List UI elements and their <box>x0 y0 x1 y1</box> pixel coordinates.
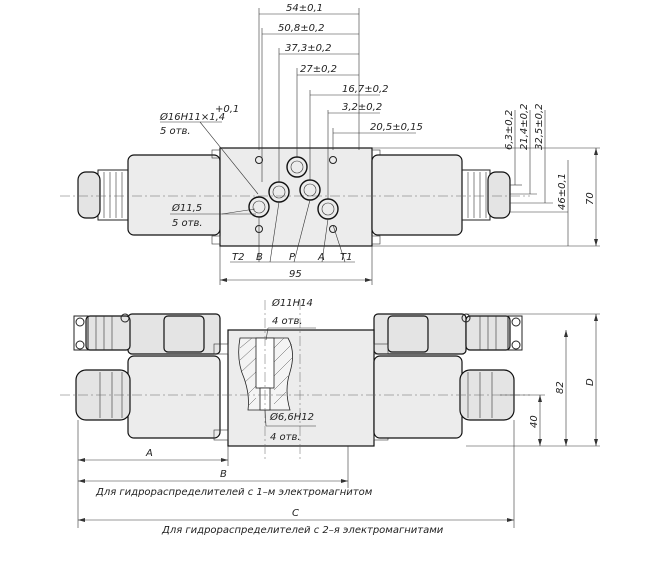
hole-callout: Ø16H11×1,4 <box>159 111 225 123</box>
dim-right-1: 6,3±0,2 <box>504 110 515 150</box>
hole-top-callout: Ø11H14 <box>271 297 313 309</box>
port-label-a: A <box>317 252 325 263</box>
dim-top-3: 37,3±0,2 <box>285 43 332 54</box>
dim-right-2: 21,4±0,2 <box>519 103 530 150</box>
dim-right-4: 46±0,1 <box>557 173 568 210</box>
left-solenoid-front <box>127 355 221 439</box>
top-view: 54±0,1 50,8±0,2 37,3±0,2 27±0,2 16,7±0,2… <box>60 3 600 285</box>
dim-top-2: 50,8±0,2 <box>278 23 325 34</box>
dim-top-6: 3,2±0,2 <box>342 102 382 113</box>
valve-body-top <box>219 147 373 247</box>
hole-bottom-callout: Ø6,6H12 <box>269 411 314 423</box>
dim-top-1: 54±0,1 <box>286 3 323 14</box>
dim-top-7: 20,5±0,15 <box>370 122 423 133</box>
dim-a: A <box>145 448 153 459</box>
hole-count: 5 отв. <box>160 126 191 137</box>
caption-two-solenoids: Для гидрораспределителей с 2–я электрома… <box>161 525 444 536</box>
left-connector-top <box>97 169 128 221</box>
port-label-b: B <box>256 252 263 263</box>
dim-front-82: 82 <box>555 381 566 394</box>
dim-b: B <box>220 469 227 480</box>
mount-hole <box>329 156 337 164</box>
dim-c: C <box>292 508 299 519</box>
small-hole-count: 5 отв. <box>172 218 203 229</box>
dim-top-5: 16,7±0,2 <box>342 84 389 95</box>
left-connector-cap <box>77 171 101 219</box>
hole-callout-tol: +0,1 <box>215 104 239 115</box>
front-view: Ø11H14 4 отв. Ø6,6H12 4 отв. 40 82 D A B… <box>60 297 600 536</box>
caption-one-solenoid: Для гидрораспределителей с 1–м электрома… <box>95 487 373 498</box>
hole-top-count: 4 отв. <box>272 316 303 327</box>
hole-bottom-count: 4 отв. <box>270 432 301 443</box>
dim-front-d: D <box>585 378 596 386</box>
port-label-t1: T1 <box>340 252 352 263</box>
right-solenoid-top <box>371 154 463 236</box>
dim-front-40: 40 <box>529 415 540 428</box>
dim-right-3: 32,5±0,2 <box>534 103 545 150</box>
port-label-p: P <box>289 252 296 263</box>
dim-width-95: 95 <box>289 269 302 280</box>
port-label-t2: T2 <box>232 252 244 263</box>
dim-top-4: 27±0,2 <box>300 64 337 75</box>
right-connector-cap <box>487 171 511 219</box>
dim-right-5: 70 <box>585 192 596 205</box>
right-solenoid-front <box>373 355 463 439</box>
mount-hole <box>255 156 263 164</box>
small-hole-callout: Ø11,5 <box>171 202 202 214</box>
